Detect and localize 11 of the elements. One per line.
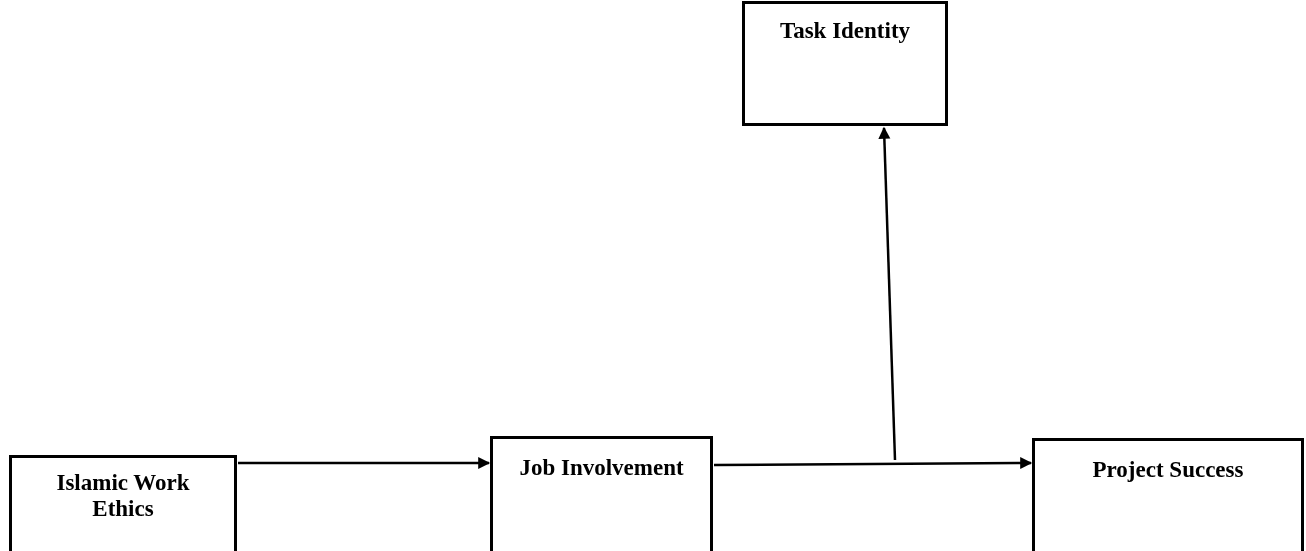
process-box (490, 436, 713, 551)
arrow (878, 126, 897, 461)
box-label: Islamic Work Ethics (55, 470, 191, 522)
process-box (742, 1, 948, 126)
arrow (238, 457, 491, 469)
box-label: Project Success (1092, 457, 1244, 483)
process-box (9, 455, 237, 551)
arrow (714, 457, 1033, 470)
box-label: Task Identity (779, 18, 911, 44)
process-box (1032, 438, 1304, 551)
box-label: Job Involvement (519, 455, 684, 481)
